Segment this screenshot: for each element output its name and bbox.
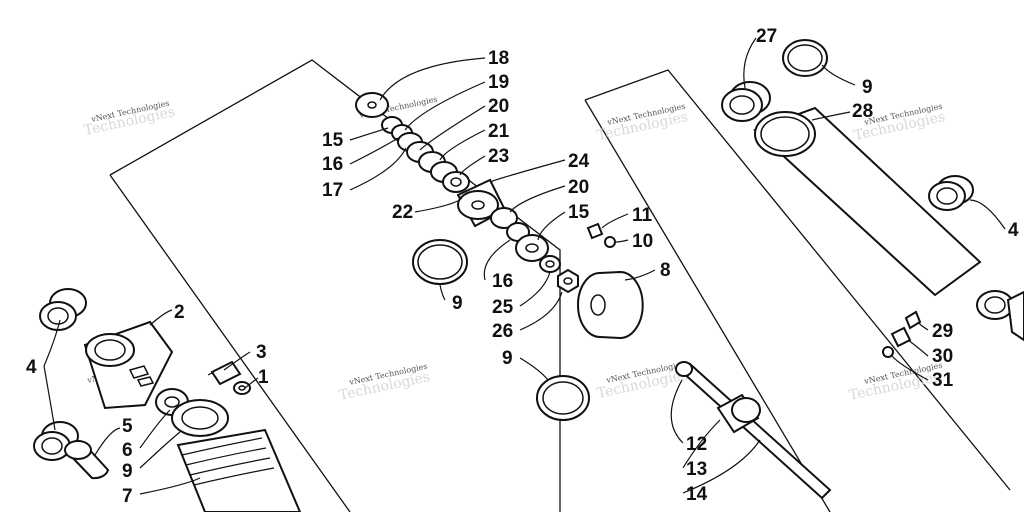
callout-4-right: 4 bbox=[1008, 220, 1019, 241]
assembly-plane-right bbox=[584, 69, 1011, 512]
callout-22: 22 bbox=[392, 202, 413, 223]
callout-23: 23 bbox=[488, 146, 509, 167]
callout-26: 26 bbox=[492, 321, 513, 342]
seal-ring-top-right bbox=[782, 39, 828, 77]
callout-20-mid: 20 bbox=[568, 177, 589, 198]
callout-14: 14 bbox=[686, 484, 708, 505]
bushing-upper-left bbox=[39, 288, 87, 331]
ball-small-right bbox=[882, 346, 894, 358]
piston-nut bbox=[557, 268, 579, 294]
bushing-right-top bbox=[928, 175, 974, 211]
eyelet-bushing-top bbox=[721, 81, 771, 122]
valve-stack-lower bbox=[490, 207, 561, 273]
callout-16-mid: 16 bbox=[492, 271, 513, 292]
callout-16-top: 16 bbox=[322, 154, 343, 175]
callout-7: 7 bbox=[122, 486, 133, 507]
callout-30: 30 bbox=[932, 346, 953, 367]
callout-11: 11 bbox=[632, 205, 653, 226]
callout-2: 2 bbox=[174, 302, 185, 323]
callout-18: 18 bbox=[488, 48, 509, 69]
callout-15-top: 15 bbox=[322, 130, 344, 151]
callout-4-left: 4 bbox=[26, 357, 37, 378]
eyelet-mount bbox=[83, 320, 174, 410]
fitting-cap bbox=[233, 381, 251, 395]
ball-small-center bbox=[604, 236, 616, 248]
reservoir-body bbox=[753, 106, 982, 297]
callout-1: 1 bbox=[258, 367, 269, 388]
callout-9-left: 9 bbox=[122, 461, 133, 482]
callout-9-center: 9 bbox=[452, 293, 463, 314]
spacer-sleeve bbox=[64, 440, 110, 480]
callout-15-mid: 15 bbox=[568, 202, 590, 223]
callout-17: 17 bbox=[322, 180, 343, 201]
callout-13: 13 bbox=[686, 459, 707, 480]
seal-ring-center bbox=[412, 239, 468, 285]
callout-8: 8 bbox=[660, 260, 671, 281]
callout-25: 25 bbox=[492, 297, 514, 318]
callout-9-right: 9 bbox=[862, 77, 873, 98]
callout-labels: 2 3 1 4 5 6 9 7 15 16 17 18 19 20 21 23 … bbox=[26, 26, 1019, 507]
callout-12: 12 bbox=[686, 434, 707, 455]
bump-stop bbox=[171, 399, 229, 437]
callout-27: 27 bbox=[756, 26, 777, 47]
valve-core bbox=[904, 310, 922, 330]
shock-body-lower bbox=[176, 428, 302, 512]
grease-fitting bbox=[207, 360, 242, 386]
callout-29: 29 bbox=[932, 321, 953, 342]
callout-3: 3 bbox=[256, 342, 267, 363]
seal-ring-lower bbox=[536, 375, 590, 421]
callout-10: 10 bbox=[632, 231, 653, 252]
callout-5: 5 bbox=[122, 416, 133, 437]
callout-28: 28 bbox=[852, 101, 873, 122]
callout-19: 19 bbox=[488, 72, 509, 93]
callout-24: 24 bbox=[568, 151, 590, 172]
callout-31: 31 bbox=[932, 370, 954, 391]
callout-9-lower: 9 bbox=[502, 348, 513, 369]
callout-20-top: 20 bbox=[488, 96, 509, 117]
piston-rod bbox=[675, 361, 832, 500]
leader-lines bbox=[43, 37, 1006, 495]
end-cap bbox=[577, 270, 644, 340]
cap-pin bbox=[586, 222, 604, 240]
bushing-right-bottom bbox=[976, 290, 1024, 342]
callout-21: 21 bbox=[488, 121, 510, 142]
valve-plug bbox=[890, 326, 912, 348]
callout-6: 6 bbox=[122, 440, 133, 461]
